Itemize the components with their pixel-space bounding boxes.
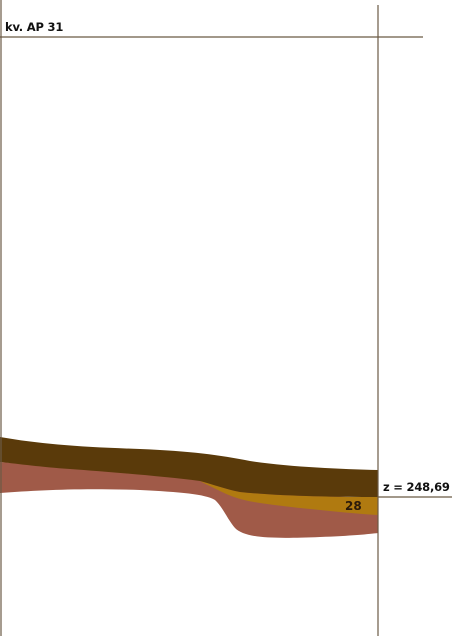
top-soil-layer (0, 437, 378, 497)
bottom-soil-layer (0, 462, 378, 538)
middle-soil-layer (200, 481, 378, 515)
layer-number-label: 28 (345, 499, 362, 513)
section-title: kv. AP 31 (5, 20, 64, 34)
elevation-label: z = 248,69 (383, 480, 450, 494)
